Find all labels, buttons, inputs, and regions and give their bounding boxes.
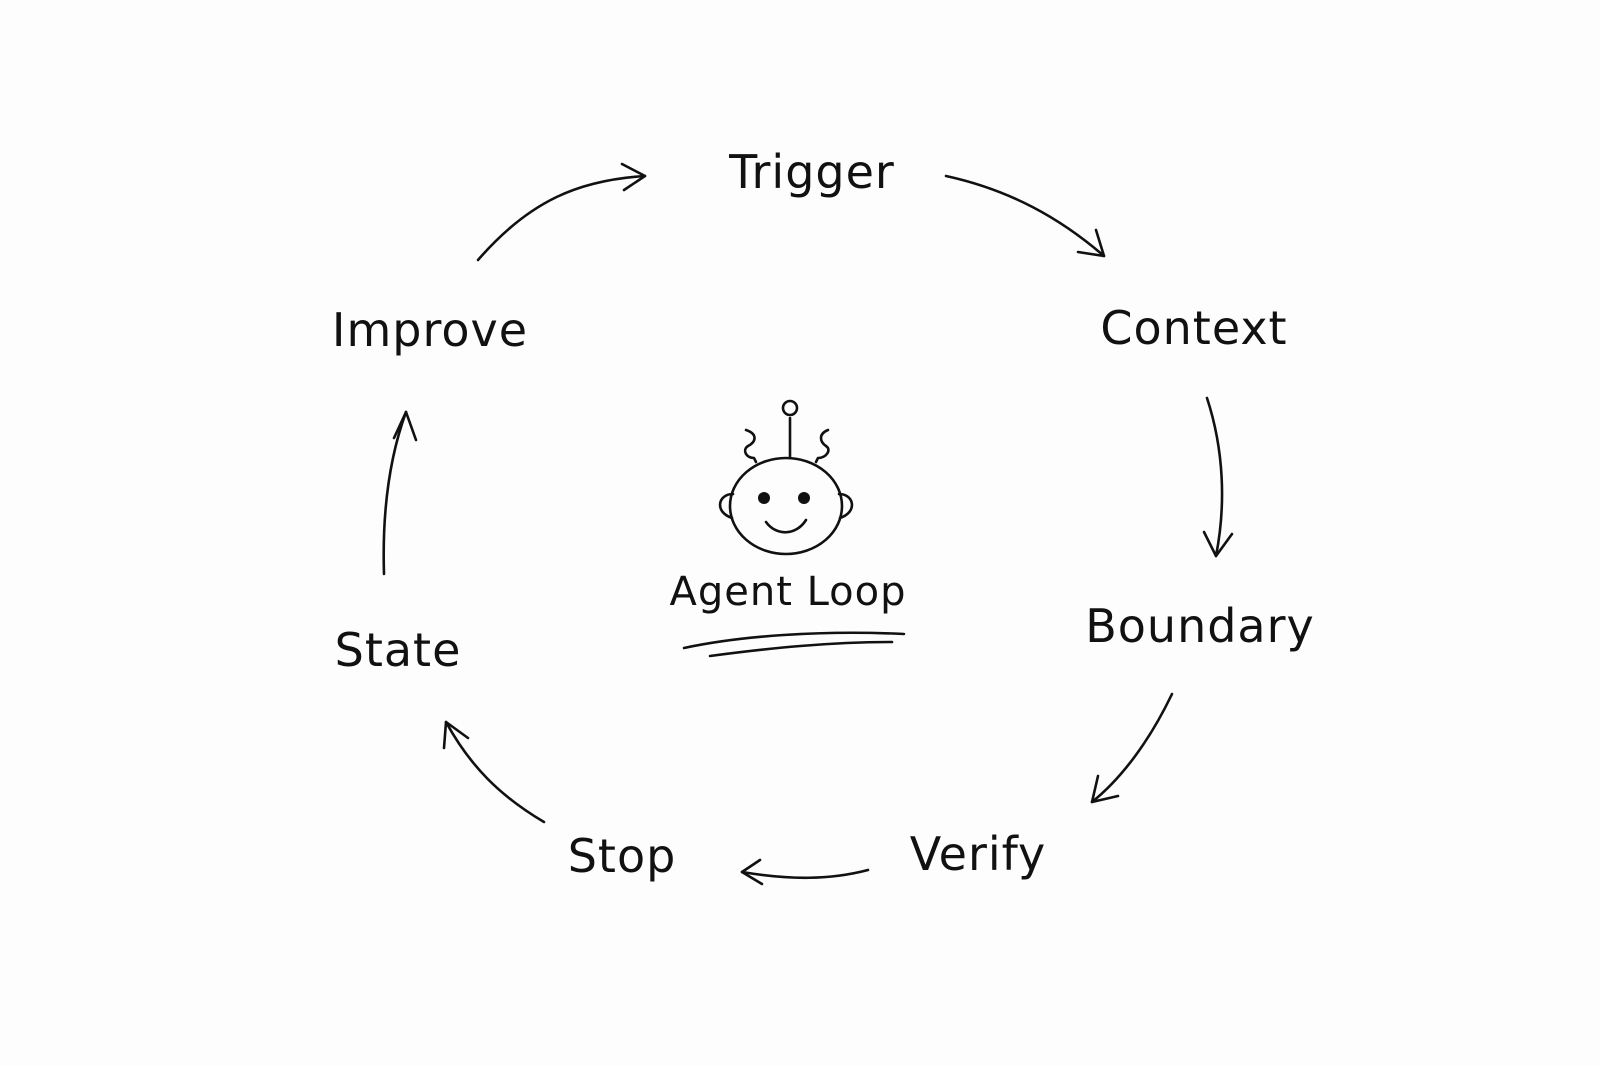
arrowhead-icon <box>392 410 418 442</box>
arrowhead-icon <box>1076 228 1106 258</box>
edge-stop-to-state <box>442 720 546 824</box>
center-title: Agent Loop <box>669 569 907 615</box>
edge-trigger-to-context <box>944 174 1106 258</box>
edge-context-to-boundary <box>1202 396 1234 558</box>
edge-boundary-to-verify <box>1090 692 1174 804</box>
arrowhead-icon <box>1090 774 1120 804</box>
arrowhead-icon <box>620 162 647 192</box>
node-improve: Improve <box>331 303 529 357</box>
edge-improve-to-trigger <box>476 162 647 262</box>
arrowhead-icon <box>442 720 470 750</box>
node-boundary: Boundary <box>1085 599 1315 653</box>
arrowhead-icon <box>740 858 764 886</box>
node-trigger: Trigger <box>729 145 895 199</box>
node-context: Context <box>1100 301 1288 355</box>
edge-state-to-improve <box>382 410 418 576</box>
arrowhead-icon <box>1202 530 1234 558</box>
title-underline <box>682 631 906 658</box>
edge-line <box>382 410 408 576</box>
node-stop: Stop <box>567 829 677 883</box>
node-verify: Verify <box>909 827 1047 881</box>
edge-line <box>444 720 546 824</box>
node-state: State <box>334 623 462 677</box>
edge-line <box>476 174 647 262</box>
edge-line <box>1090 692 1174 804</box>
edge-line <box>1205 396 1224 558</box>
robot-face-icon <box>718 399 854 556</box>
edge-line <box>740 868 870 880</box>
edge-verify-to-stop <box>740 858 870 886</box>
edge-line <box>944 174 1106 258</box>
